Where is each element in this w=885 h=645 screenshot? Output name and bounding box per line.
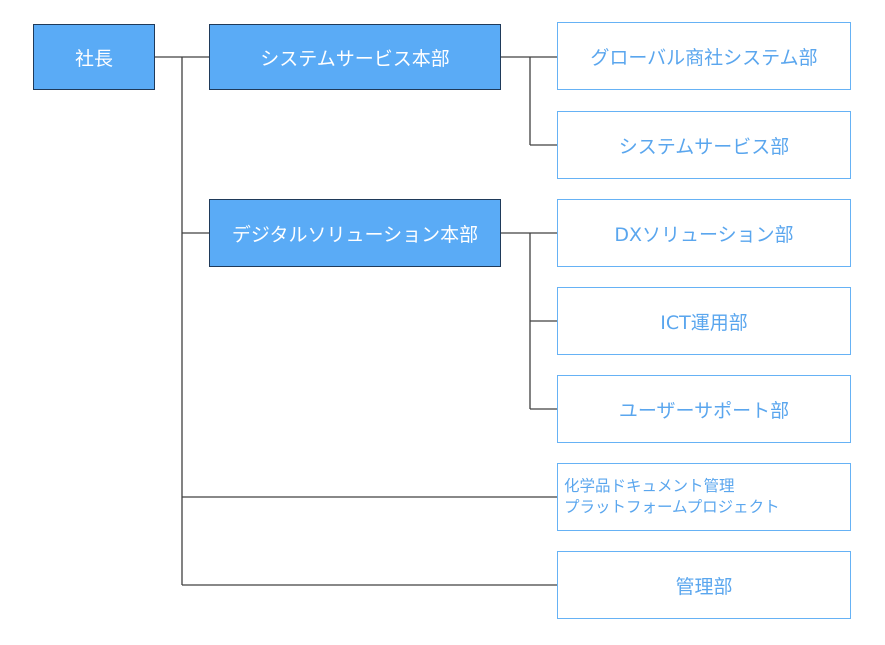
- digital-solution-division-label: デジタルソリューション本部: [231, 223, 479, 246]
- global-trading-system-dept-box: グローバル商社システム部: [557, 22, 851, 90]
- chemical-doc-project-line2: プラットフォームプロジェクト: [564, 498, 780, 516]
- dx-solution-dept-label: DXソリューション部: [614, 223, 794, 246]
- administration-dept-box: 管理部: [557, 551, 851, 619]
- system-service-division-label: システムサービス本部: [260, 47, 450, 70]
- dx-solution-dept-box: DXソリューション部: [557, 199, 851, 267]
- chemical-doc-project-line1: 化学品ドキュメント管理: [564, 477, 735, 495]
- system-service-dept-label: システムサービス部: [618, 135, 790, 158]
- chemical-doc-platform-project-box: 化学品ドキュメント管理 プラットフォームプロジェクト: [557, 463, 851, 531]
- ict-operations-dept-box: ICT運用部: [557, 287, 851, 355]
- digital-solution-division-box: デジタルソリューション本部: [209, 199, 501, 267]
- user-support-dept-box: ユーザーサポート部: [557, 375, 851, 443]
- ict-operations-dept-label: ICT運用部: [660, 311, 748, 334]
- user-support-dept-label: ユーザーサポート部: [618, 399, 790, 422]
- administration-dept-label: 管理部: [675, 575, 733, 598]
- system-service-division-box: システムサービス本部: [209, 24, 501, 90]
- system-service-dept-box: システムサービス部: [557, 111, 851, 179]
- ceo-label: 社長: [74, 47, 113, 70]
- ceo-box: 社長: [33, 24, 155, 90]
- global-trading-system-dept-label: グローバル商社システム部: [590, 46, 818, 69]
